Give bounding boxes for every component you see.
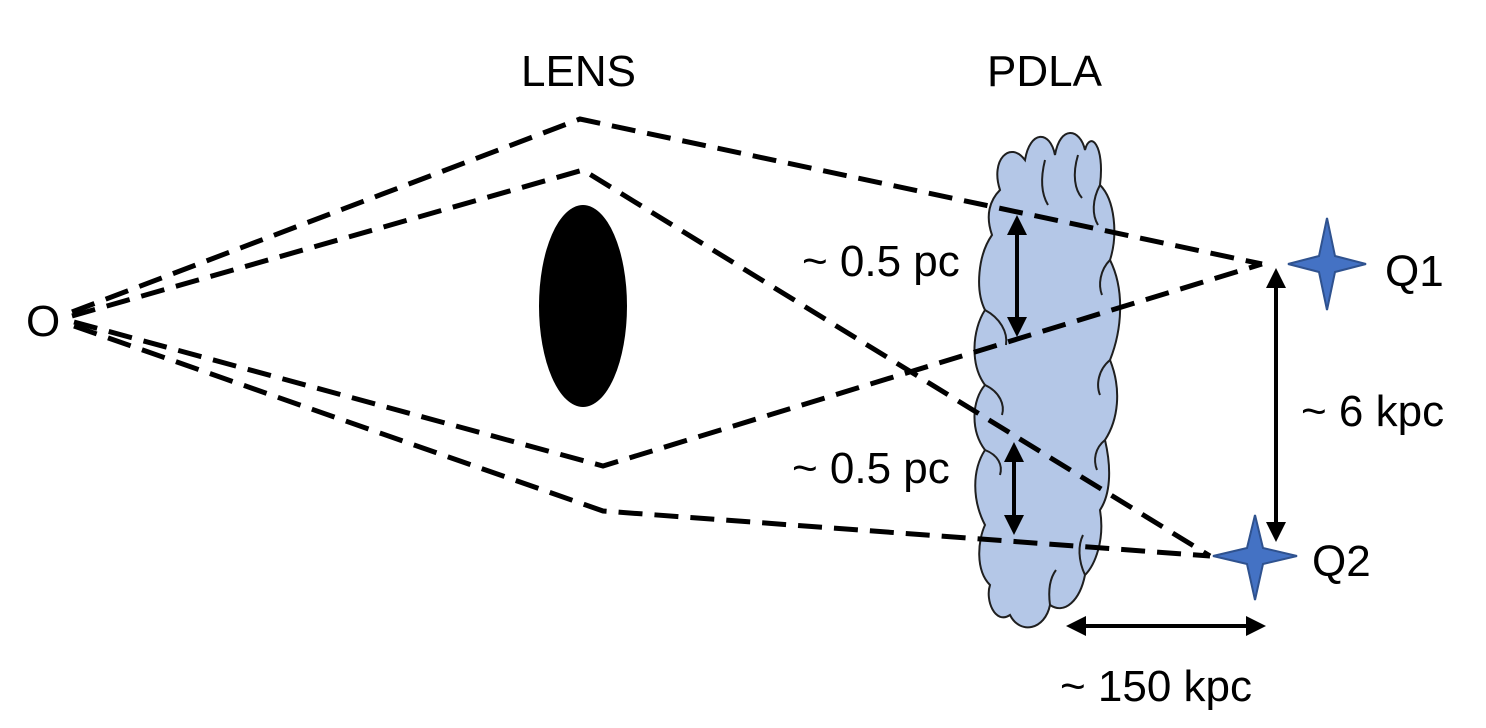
ray-q2-upper — [71, 167, 1212, 559]
ray-q1-upper — [71, 116, 1263, 315]
light-rays — [71, 116, 1263, 559]
lower-size-label: ~ 0.5 pc — [792, 444, 950, 493]
lens-ellipse — [539, 205, 627, 407]
ray-q2-lower — [73, 323, 1211, 559]
quasar1-star — [1287, 217, 1367, 311]
quasar2-label: Q2 — [1312, 537, 1371, 586]
pdla-cloud — [973, 132, 1122, 629]
separation-label: ~ 6 kpc — [1301, 387, 1445, 436]
dimension-arrows — [1004, 215, 1286, 636]
quasar1-label: Q1 — [1385, 247, 1444, 296]
distance-label: ~ 150 kpc — [1060, 662, 1253, 711]
pdla-label: PDLA — [987, 47, 1102, 96]
ray-q1-lower — [73, 261, 1263, 469]
upper-size-label: ~ 0.5 pc — [802, 237, 960, 286]
lens-label: LENS — [521, 47, 636, 96]
quasar2-star — [1212, 514, 1298, 601]
observer-label: O — [26, 297, 61, 346]
